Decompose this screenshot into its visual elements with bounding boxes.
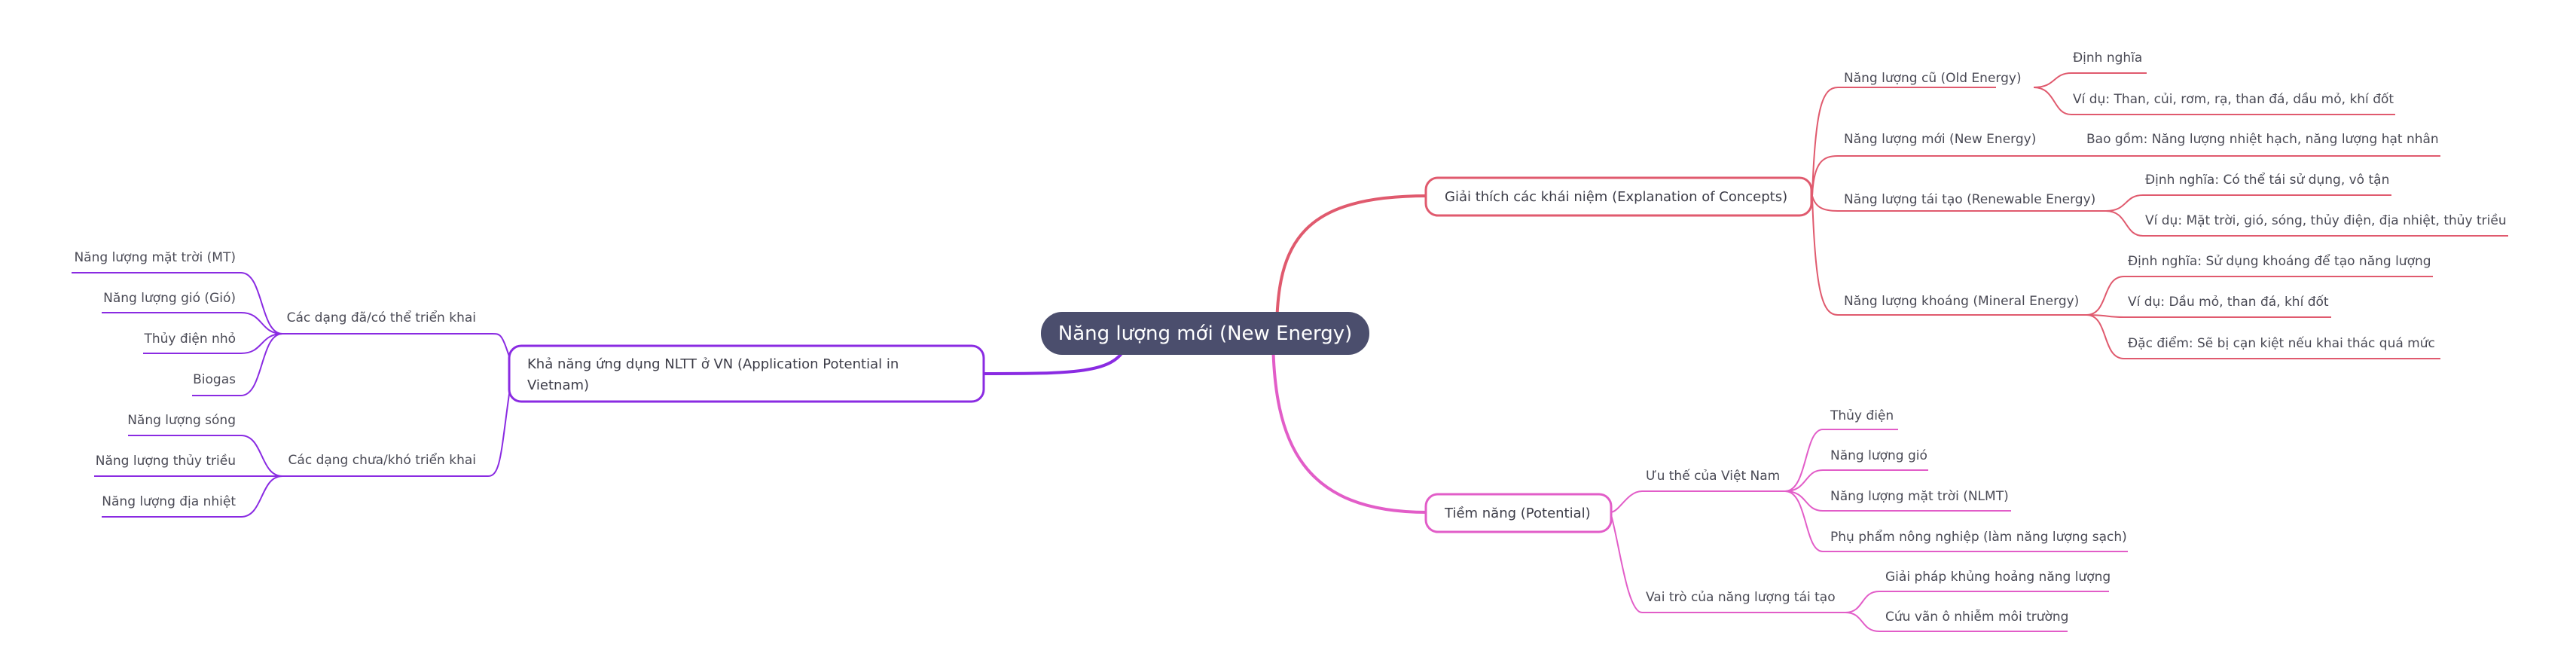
node-concepts[interactable]: Giải thích các khái niệm (Explanation of… xyxy=(1424,176,1813,217)
leaf-renewable-1[interactable]: Ví dụ: Mặt trời, gió, sóng, thủy điện, đ… xyxy=(2145,212,2507,228)
connector-deployed-item-2 xyxy=(143,333,283,354)
node-application-label-line1: Khả năng ứng dụng NLTT ở VN (Application… xyxy=(527,356,899,372)
root-node[interactable]: Năng lượng mới (New Energy) xyxy=(1041,312,1369,355)
connector-concepts-mineral xyxy=(1811,195,2086,316)
leaf-undeployed-2[interactable]: Năng lượng địa nhiệt xyxy=(102,494,236,509)
leaf-old-1[interactable]: Ví dụ: Than, củi, rơm, rạ, than đá, dầu … xyxy=(2073,91,2394,107)
node-new-energy[interactable]: Năng lượng mới (New Energy) xyxy=(1844,132,2036,147)
connector-undeployed-item-2 xyxy=(102,475,283,518)
leaf-old-0[interactable]: Định nghĩa xyxy=(2073,50,2142,66)
connector-application-undeployed xyxy=(282,388,511,477)
branch-application xyxy=(72,272,511,518)
connector-adv-item-3 xyxy=(1784,490,2128,552)
connector-root-potential xyxy=(1271,331,1429,514)
connector-root-application xyxy=(984,351,1124,375)
leaf-adv-2[interactable]: Năng lượng mặt trời (NLMT) xyxy=(1830,489,2009,504)
connector-adv-item-2 xyxy=(1784,490,2011,512)
node-deployed-forms[interactable]: Các dạng đã/có thể triển khai xyxy=(287,310,476,325)
node-renewable-energy[interactable]: Năng lượng tái tạo (Renewable Energy) xyxy=(1844,192,2095,207)
node-application-label-line2: Vietnam) xyxy=(527,377,589,393)
root-node-label: Năng lượng mới (New Energy) xyxy=(1058,322,1353,345)
connector-old-item-1 xyxy=(2033,87,2395,115)
node-application-box xyxy=(508,344,985,403)
connector-renewable-item-0 xyxy=(2105,194,2391,212)
node-potential-box xyxy=(1424,493,1613,533)
connector-mineral-item-0 xyxy=(2086,276,2433,316)
leaf-deployed-3[interactable]: Biogas xyxy=(193,372,236,387)
connector-deployed-item-0 xyxy=(72,272,283,335)
connector-role-item-1 xyxy=(1845,612,2068,632)
connector-potential-advantages xyxy=(1610,490,1785,513)
node-potential-label: Tiềm năng (Potential) xyxy=(1444,506,1591,521)
leaf-undeployed-0[interactable]: Năng lượng sóng xyxy=(127,413,236,428)
connector-adv-item-0 xyxy=(1784,429,1898,492)
connector-deployed-item-3 xyxy=(192,333,283,396)
connector-potential-role xyxy=(1610,512,1845,613)
root-connectors xyxy=(984,194,1429,514)
connector-root-concepts xyxy=(1275,194,1429,335)
leaf-mineral-0[interactable]: Định nghĩa: Sử dụng khoáng để tạo năng l… xyxy=(2128,253,2431,269)
node-concepts-box xyxy=(1424,176,1813,217)
leaf-adv-0[interactable]: Thủy điện xyxy=(1830,408,1894,423)
node-mineral-energy[interactable]: Năng lượng khoáng (Mineral Energy) xyxy=(1844,294,2079,309)
potential-children: Ưu thế của Việt Nam Vai trò của năng lượ… xyxy=(1646,408,2127,625)
connector-old-item-0 xyxy=(2033,72,2147,88)
leaf-adv-1[interactable]: Năng lượng gió xyxy=(1830,448,1927,463)
connector-concepts-old xyxy=(1811,87,1996,197)
leaf-adv-3[interactable]: Phụ phẩm nông nghiệp (làm năng lượng sạc… xyxy=(1830,529,2127,545)
node-old-energy[interactable]: Năng lượng cũ (Old Energy) xyxy=(1844,71,2022,86)
connector-mineral-item-2 xyxy=(2086,314,2440,359)
connector-role-item-0 xyxy=(1845,591,2109,613)
branch-potential xyxy=(1610,429,2128,632)
leaf-mineral-1[interactable]: Ví dụ: Dầu mỏ, than đá, khí đốt xyxy=(2128,294,2329,310)
connector-mineral-item-1 xyxy=(2086,314,2331,318)
leaf-role-1[interactable]: Cứu vãn ô nhiễm môi trường xyxy=(1885,609,2068,625)
leaf-role-0[interactable]: Giải pháp khủng hoảng năng lượng xyxy=(1885,570,2111,585)
node-potential[interactable]: Tiềm năng (Potential) xyxy=(1424,493,1613,533)
connector-concepts-new xyxy=(1811,155,2034,197)
connector-concepts-renewable xyxy=(1811,195,2106,212)
node-undeployed-forms[interactable]: Các dạng chưa/khó triển khai xyxy=(288,452,476,468)
connector-application-deployed xyxy=(282,332,511,359)
node-application[interactable]: Khả năng ứng dụng NLTT ở VN (Application… xyxy=(508,344,985,403)
node-concepts-label: Giải thích các khái niệm (Explanation of… xyxy=(1445,189,1787,205)
node-vn-advantages[interactable]: Ưu thế của Việt Nam xyxy=(1646,468,1780,484)
leaf-deployed-0[interactable]: Năng lượng mặt trời (MT) xyxy=(74,250,236,265)
application-children: Các dạng đã/có thể triển khai Các dạng c… xyxy=(74,250,476,509)
root-node-bg xyxy=(1041,312,1369,355)
leaf-undeployed-1[interactable]: Năng lượng thủy triều xyxy=(96,453,236,469)
node-renewable-role[interactable]: Vai trò của năng lượng tái tạo xyxy=(1646,590,1836,605)
branch-concepts xyxy=(1811,72,2508,359)
leaf-mineral-2[interactable]: Đặc điểm: Sẽ bị cạn kiệt nếu khai thác q… xyxy=(2128,335,2435,351)
connector-undeployed-item-0 xyxy=(128,435,283,477)
connector-adv-item-1 xyxy=(1784,469,1928,492)
leaf-new-0[interactable]: Bao gồm: Năng lượng nhiệt hạch, năng lượ… xyxy=(2086,131,2439,147)
concepts-children: Năng lượng cũ (Old Energy) Năng lượng mớ… xyxy=(1844,50,2507,351)
leaf-deployed-2[interactable]: Thủy điện nhỏ xyxy=(144,331,237,347)
connector-deployed-item-1 xyxy=(102,312,283,335)
connector-renewable-item-1 xyxy=(2105,210,2508,237)
leaf-renewable-0[interactable]: Định nghĩa: Có thể tái sử dụng, vô tận xyxy=(2145,172,2389,188)
leaf-deployed-1[interactable]: Năng lượng gió (Gió) xyxy=(103,291,236,306)
